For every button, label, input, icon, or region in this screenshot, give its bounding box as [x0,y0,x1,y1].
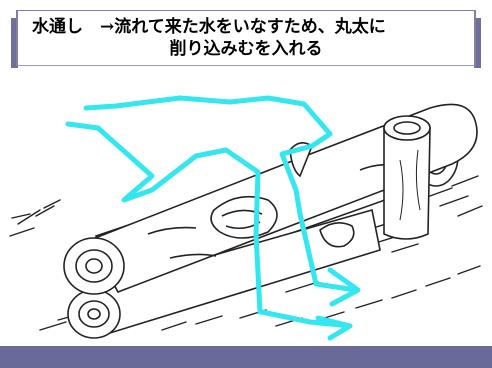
caption-line-1: 水通し →流れて来た水をいなすため、丸太に [32,17,386,37]
front-log-with-notch [63,103,478,295]
caption-line-2: 削り込みむを入れる [169,39,323,59]
right-frame-band [474,18,481,68]
water-flow-arrow-icon [65,95,361,341]
upright-post [383,115,431,240]
caption-box: 水通し →流れて来た水をいなすため、丸太に 削り込みむを入れる [16,10,476,66]
log-water-channel-illustration [9,95,483,341]
left-frame-band [11,18,18,68]
footer-band [0,346,492,368]
